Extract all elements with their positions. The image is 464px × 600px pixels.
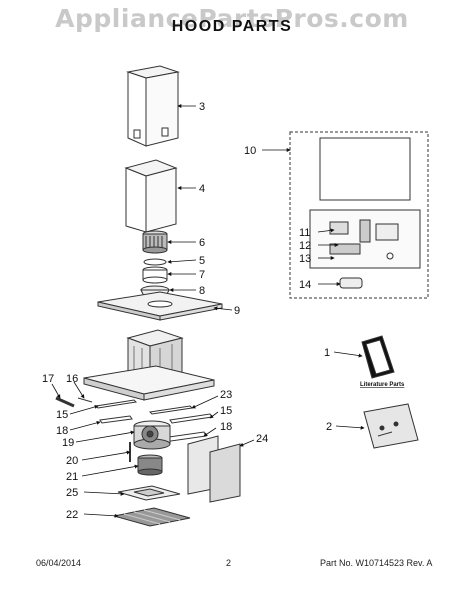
callout-15b: 15	[220, 405, 232, 417]
footer-part-number: Part No. W10714523 Rev. A	[320, 558, 433, 568]
callout-21: 21	[66, 471, 78, 483]
control-kit-box	[289, 131, 429, 299]
callout-2: 2	[326, 421, 332, 433]
light-housing	[137, 454, 163, 476]
callout-6: 6	[199, 237, 205, 249]
watermark: AppliancePartsPros.com	[55, 4, 409, 33]
footer-page-number: 2	[226, 558, 232, 568]
grease-filters	[187, 435, 241, 503]
glass-plate	[117, 485, 181, 501]
callout-19: 19	[62, 437, 74, 449]
blower-motor	[133, 420, 171, 450]
hood-body	[83, 329, 215, 401]
callout-25: 25	[66, 487, 78, 499]
callout-18a: 18	[56, 425, 68, 437]
callout-20: 20	[66, 455, 78, 467]
leader-lines	[51, 104, 365, 518]
callout-14: 14	[299, 279, 311, 291]
callout-22: 22	[66, 509, 78, 521]
callout-23: 23	[220, 389, 232, 401]
callout-12: 12	[299, 240, 311, 252]
duct-collar	[142, 266, 168, 284]
callout-24: 24	[256, 433, 268, 445]
footer-date: 06/04/2014	[36, 558, 82, 568]
lower-chimney	[124, 159, 178, 233]
callout-9: 9	[234, 305, 240, 317]
callout-7: 7	[199, 269, 205, 281]
callout-1: 1	[324, 347, 330, 359]
charcoal-filter	[142, 230, 168, 254]
callout-3: 3	[199, 101, 205, 113]
callout-17: 17	[42, 373, 54, 385]
literature-label: Literature Parts	[360, 382, 405, 388]
callout-5: 5	[199, 255, 205, 267]
callout-15a: 15	[56, 409, 68, 421]
callout-10: 10	[244, 145, 256, 157]
upper-chimney	[126, 65, 180, 147]
mesh-filter	[113, 507, 191, 527]
callout-13: 13	[299, 253, 311, 265]
part-17-rod	[55, 396, 75, 408]
callout-4: 4	[199, 183, 205, 195]
page-title: HOOD PARTS	[171, 18, 293, 35]
callout-labels: 1 2 3 4 5 6 7 8 9 10 11 12 13 14 15 15 1…	[42, 101, 332, 521]
callout-16: 16	[66, 373, 78, 385]
ring-adapter	[143, 258, 167, 266]
hardware-bag	[363, 403, 419, 449]
literature-booklet	[361, 335, 395, 379]
callout-18b: 18	[220, 421, 232, 433]
callout-11: 11	[299, 227, 310, 239]
top-plate	[97, 291, 223, 321]
callout-8: 8	[199, 285, 205, 297]
